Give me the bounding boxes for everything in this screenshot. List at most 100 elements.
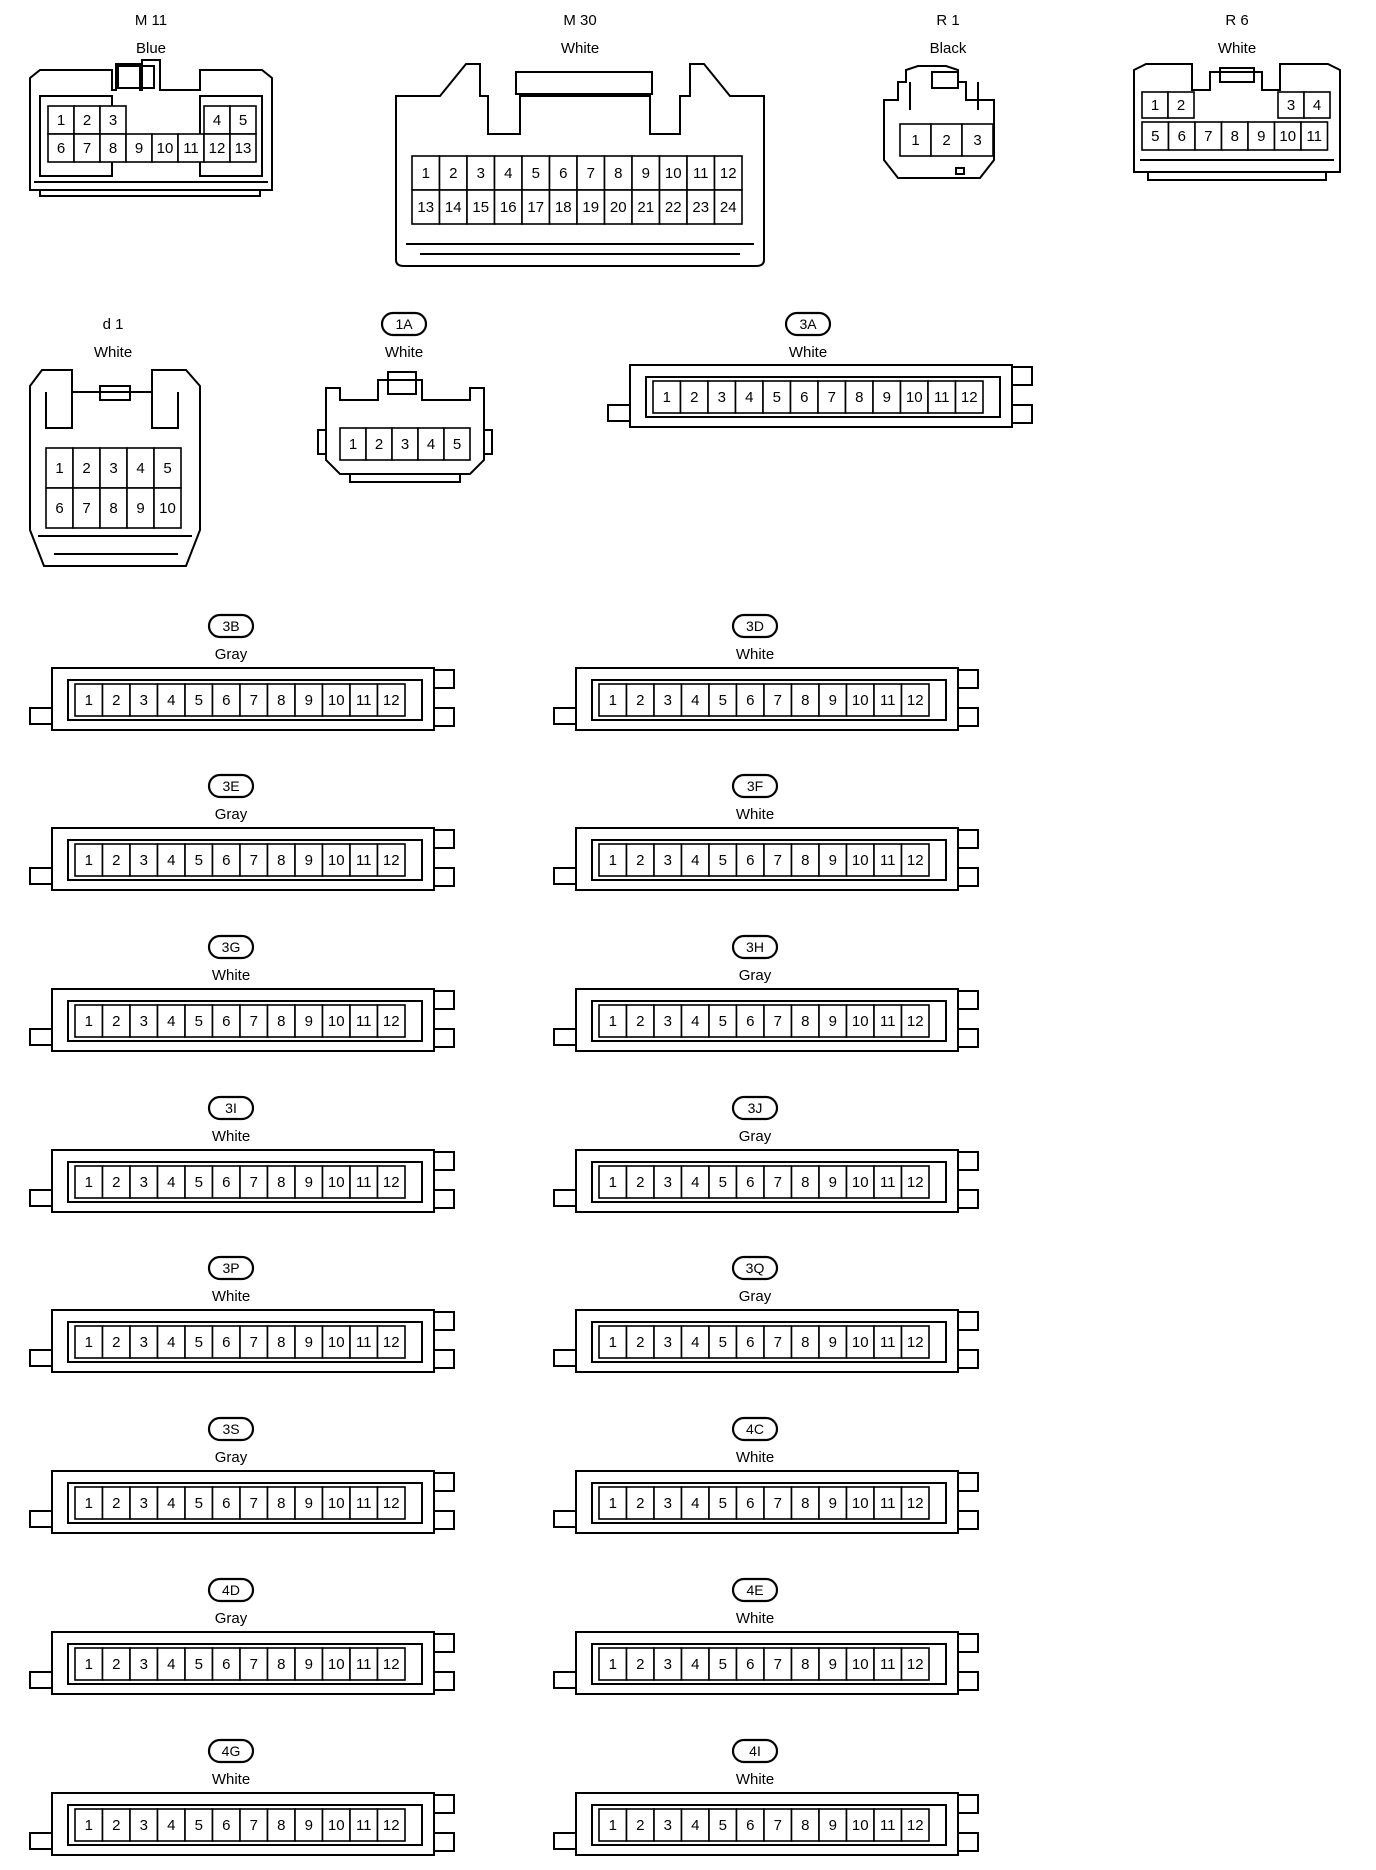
strip-4e-pin-10-cell <box>845 1647 875 1681</box>
strip-3h-pin-4: 4 <box>691 1013 699 1030</box>
d1-pin-2-cell <box>72 447 101 489</box>
d1-code: d 1 <box>103 316 124 333</box>
strip-3s-pin-1: 1 <box>85 1495 93 1512</box>
r6-pin-2-cell <box>1167 91 1195 119</box>
strip-4e-badge-text: 4E <box>746 1582 763 1598</box>
strip-3h-color: Gray <box>739 967 772 984</box>
m11-pin-6: 6 <box>57 140 65 157</box>
strip-3s-pin-12-cell <box>376 1486 406 1520</box>
strip-4g-pin-7: 7 <box>250 1817 258 1834</box>
strip-3b-pin-6: 6 <box>222 692 230 709</box>
strip-4e-pin-11-cell <box>873 1647 903 1681</box>
strip-3b-pin-5: 5 <box>195 692 203 709</box>
r1-code: R 1 <box>936 12 959 29</box>
strip-3b-pin-4: 4 <box>167 692 175 709</box>
strip-3b-badge-text: 3B <box>222 618 239 634</box>
strip-3i-pin-12-cell <box>376 1165 406 1199</box>
strip-3j-pin-7: 7 <box>774 1174 782 1191</box>
d1-pin-9: 9 <box>136 500 144 517</box>
strip-3b-badge: 3B <box>207 613 255 639</box>
connector-m11 <box>29 59 273 197</box>
strip-3d-pin-6-cell <box>735 683 765 717</box>
strip-3q-pin-10: 10 <box>852 1334 869 1351</box>
m30-pin-23: 23 <box>692 199 709 216</box>
strip-3a-pin-3: 3 <box>718 389 726 406</box>
strip-3i-pin-3: 3 <box>140 1174 148 1191</box>
r6-pin-4: 4 <box>1313 97 1321 114</box>
m30-pin-2: 2 <box>449 165 457 182</box>
strip-3h-pin-11-cell <box>873 1004 903 1038</box>
d1-pin-7-cell <box>72 487 101 529</box>
strip-3q-pin-3: 3 <box>664 1334 672 1351</box>
strip-4g-pin-10-cell <box>321 1808 351 1842</box>
strip-3d-pin-12-cell <box>900 683 930 717</box>
strip-3g-badge: 3G <box>207 934 255 960</box>
strip-3q-badge: 3Q <box>731 1255 779 1281</box>
strip-3p-pin-6-cell <box>211 1325 241 1359</box>
strip-3f-pin-6: 6 <box>746 852 754 869</box>
strip-4c-pin-6: 6 <box>746 1495 754 1512</box>
r6-pin-8-cell <box>1220 121 1249 151</box>
strip-3b-pin-3: 3 <box>140 692 148 709</box>
m30-pin-10-cell <box>658 155 688 191</box>
strip-3h-pin-12-cell <box>900 1004 930 1038</box>
c1a-pin-5: 5 <box>453 436 461 453</box>
strip-3h-pin-7: 7 <box>774 1013 782 1030</box>
strip-3b-pin-9-cell <box>294 683 324 717</box>
strip-4i-pin-7-cell <box>763 1808 793 1842</box>
r6-pin-5: 5 <box>1151 128 1159 145</box>
strip-3h-pin-5-cell <box>708 1004 738 1038</box>
strip-3i-pin-6: 6 <box>222 1174 230 1191</box>
strip-3a-pin-1-cell <box>652 380 682 414</box>
strip-3q-pin-5-cell <box>708 1325 738 1359</box>
strip-4e-pin-8-cell <box>790 1647 820 1681</box>
m30-pin-12-cell <box>713 155 743 191</box>
m30-pin-7: 7 <box>587 165 595 182</box>
strip-3f-pin-11: 11 <box>880 852 896 869</box>
strip-3q-pin-6: 6 <box>746 1334 754 1351</box>
strip-3j-pin-10-cell <box>845 1165 875 1199</box>
strip-3p-pin-10-cell <box>321 1325 351 1359</box>
strip-3e-pin-4: 4 <box>167 852 175 869</box>
m30-pin-17: 17 <box>527 199 544 216</box>
strip-3p-pin-1: 1 <box>85 1334 93 1351</box>
strip-3q-pin-12-cell <box>900 1325 930 1359</box>
strip-3d-pin-11-cell <box>873 683 903 717</box>
m11-pin-2: 2 <box>83 112 91 129</box>
strip-4i-pin-12: 12 <box>907 1817 924 1834</box>
strip-3q-pin-3-cell <box>653 1325 683 1359</box>
d1-pin-3: 3 <box>109 460 117 477</box>
strip-4c-pin-1: 1 <box>609 1495 617 1512</box>
strip-3e-pin-11-cell <box>349 843 379 877</box>
strip-3a-badge-text: 3A <box>799 316 817 332</box>
strip-3a-pin-5-cell <box>762 380 792 414</box>
r6-pin-11: 11 <box>1306 128 1322 145</box>
strip-4d-pin-8-cell <box>266 1647 296 1681</box>
strip-3f-pin-9: 9 <box>829 852 837 869</box>
strip-3g-pin-5: 5 <box>195 1013 203 1030</box>
r6-pin-5-cell <box>1141 121 1170 151</box>
strip-3a-pin-2: 2 <box>690 389 698 406</box>
strip-4i-pin-10-cell <box>845 1808 875 1842</box>
strip-3q-pin-6-cell <box>735 1325 765 1359</box>
strip-3p-pin-7: 7 <box>250 1334 258 1351</box>
strip-4e-pin-2: 2 <box>636 1656 644 1673</box>
strip-3g-pin-10: 10 <box>328 1013 345 1030</box>
strip-3h-pin-2-cell <box>625 1004 655 1038</box>
m30-pin-22: 22 <box>665 199 682 216</box>
strip-3q-pin-2-cell <box>625 1325 655 1359</box>
strip-3p-pin-2: 2 <box>112 1334 120 1351</box>
strip-3g-pin-8: 8 <box>277 1013 285 1030</box>
strip-3a-pin-12-cell <box>954 380 984 414</box>
m11-pin-5: 5 <box>239 112 247 129</box>
m30-pin-17-cell <box>521 189 551 225</box>
strip-3f-pin-6-cell <box>735 843 765 877</box>
strip-3i-pin-9: 9 <box>305 1174 313 1191</box>
strip-3q-pin-9: 9 <box>829 1334 837 1351</box>
strip-4i-pin-10: 10 <box>852 1817 869 1834</box>
strip-3e-pin-10-cell <box>321 843 351 877</box>
strip-3s-pin-11: 11 <box>356 1495 372 1512</box>
strip-3j-pin-12: 12 <box>907 1174 924 1191</box>
